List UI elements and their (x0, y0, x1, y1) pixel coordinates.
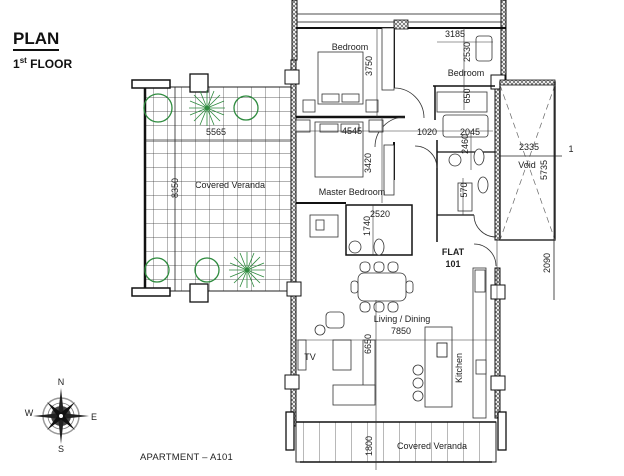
compass-s: S (58, 444, 64, 454)
floor-number: 1 (13, 57, 20, 71)
compass-w: W (25, 408, 34, 418)
section-marker: 1 (568, 144, 573, 154)
plan-title: PLAN (13, 30, 60, 51)
dim-bath-width: 2045 (460, 127, 480, 137)
dim-bedroom-2-depth: 2530 (462, 42, 472, 62)
dim-ensuite-depth: 1740 (362, 216, 372, 236)
apartment-label: APARTMENT – A101 (140, 452, 233, 463)
dim-corridor-width: 1020 (417, 127, 437, 137)
room-label-covered-veranda-west: Covered Veranda (195, 180, 265, 190)
dim-ensuite-width: 2520 (370, 209, 390, 219)
floor-ordinal: st (19, 56, 27, 65)
veranda-west (131, 73, 293, 303)
room-label-kitchen: Kitchen (454, 353, 464, 383)
room-label-covered-veranda-south: Covered Veranda (397, 441, 467, 451)
floor-word: FLOOR (26, 57, 73, 71)
flat-label: FLAT (442, 247, 465, 257)
dim-void-width: 2335 (519, 142, 539, 152)
dim-utility-depth: 570 (459, 182, 469, 197)
room-label-bedroom-1: Bedroom (332, 42, 369, 52)
dim-veranda-west-depth: 8350 (170, 178, 180, 198)
dim-living-width: 7850 (391, 326, 411, 336)
plants (143, 90, 265, 288)
dim-veranda-west-width: 5565 (206, 127, 226, 137)
compass-e: E (91, 412, 97, 422)
room-label-void: Void (518, 160, 536, 170)
void-area (499, 79, 562, 300)
veranda-south (285, 411, 507, 463)
flat-number: 101 (445, 259, 460, 269)
compass-rose-icon (33, 388, 89, 444)
room-label-living-dining: Living / Dining (374, 314, 431, 324)
building-walls (284, 0, 507, 427)
tv-label: TV (304, 352, 316, 362)
dim-void-depth: 5735 (539, 160, 549, 180)
dim-master-width: 4545 (342, 126, 362, 136)
dim-veranda-south-depth: 1800 (364, 436, 374, 456)
dimension-lines (296, 28, 498, 470)
room-label-bedroom-2: Bedroom (448, 68, 485, 78)
dim-entry-depth: 2090 (542, 253, 552, 273)
dim-bedroom-1-depth: 3750 (364, 56, 374, 76)
dim-master-depth: 3420 (363, 153, 373, 173)
dim-living-depth: 6650 (363, 334, 373, 354)
dim-closet-depth: 650 (462, 88, 472, 103)
room-label-master-bedroom: Master Bedroom (319, 187, 386, 197)
dim-bedroom-2-width: 3185 (445, 29, 465, 39)
floor-subtitle: 1st FLOOR (13, 56, 72, 71)
compass-n: N (58, 377, 65, 387)
dim-bath-depth: 2460 (460, 134, 470, 154)
